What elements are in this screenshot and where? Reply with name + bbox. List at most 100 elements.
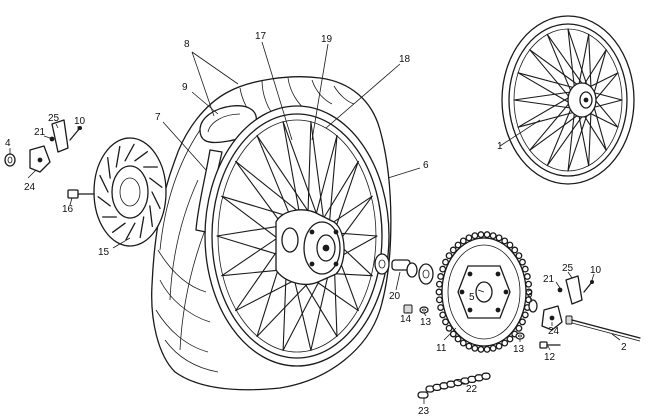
sprocket-tooth: [495, 342, 503, 350]
sprocket-tooth: [435, 296, 443, 304]
callout-25: 25: [48, 113, 60, 124]
disc-vent: [124, 143, 135, 162]
callout-1: 1: [497, 141, 503, 152]
sprocket-tooth: [501, 237, 509, 245]
sprocket-tooth: [483, 345, 491, 353]
disc-vent: [107, 156, 111, 179]
callout-13-right: 13: [513, 344, 525, 355]
spoke: [588, 33, 592, 97]
callout-21: 21: [34, 127, 46, 138]
spoke: [546, 103, 574, 167]
sprocket-tooth: [465, 234, 473, 242]
callout-4: 4: [5, 138, 11, 149]
callout-13: 13: [420, 317, 432, 328]
spoke: [517, 110, 579, 128]
callout-12: 12: [544, 352, 556, 363]
sprocket-spacer: [528, 299, 538, 313]
sprocket-tooth: [501, 339, 509, 347]
sprocket-tooth: [435, 288, 443, 296]
callout-16: 16: [62, 204, 74, 215]
sprocket-teeth: [435, 231, 533, 353]
callout-7: 7: [155, 112, 161, 123]
disc-vent: [139, 216, 145, 239]
complete-wheel-assembly: [501, 15, 635, 185]
spoke: [567, 28, 576, 93]
spoke: [529, 49, 573, 101]
spoke: [529, 111, 583, 151]
sprocket-tooth: [511, 246, 519, 254]
spoke: [235, 160, 308, 219]
wheel-axle: [565, 315, 641, 342]
sprocket-tooth: [454, 335, 462, 343]
brake-disc-vents: [97, 143, 163, 241]
drive-chain: [417, 372, 491, 399]
sprocket-tooth: [477, 345, 485, 353]
spoke: [546, 110, 587, 167]
callout-24: 24: [24, 182, 36, 193]
spoke: [282, 121, 322, 226]
spoke: [310, 121, 326, 234]
callout-2: 2: [621, 342, 627, 353]
callout-20: 20: [389, 291, 401, 302]
spoke: [567, 107, 590, 172]
sprocket-tooth: [435, 280, 443, 288]
sprocket-tooth: [471, 344, 479, 352]
callout-8: 8: [184, 39, 190, 50]
disc-bolt: [67, 189, 95, 199]
spoke: [588, 103, 592, 167]
sprocket-tooth: [489, 232, 497, 240]
leader-lines: [9, 41, 621, 404]
callout-18: 18: [399, 54, 411, 65]
sprocket-tooth: [477, 231, 485, 239]
callout-labels: 1 2 3 4 5 6 7 8 9 10 10 11 12 13 13 14 1…: [5, 31, 627, 417]
callout-14: 14: [400, 314, 412, 325]
callout-5: 5: [469, 292, 475, 303]
callout-17: 17: [255, 31, 267, 42]
disc-vent: [97, 196, 111, 207]
sprocket-tooth: [471, 232, 479, 240]
sprocket-tooth: [459, 339, 467, 347]
sprocket-tooth: [459, 237, 467, 245]
sprocket-tooth: [445, 324, 453, 332]
callout-21-right: 21: [543, 274, 555, 285]
sprocket-tooth: [515, 252, 523, 260]
sprocket-tooth: [495, 234, 503, 242]
callout-3: 3: [527, 289, 533, 300]
fasteners: [403, 304, 561, 349]
disc-vent: [151, 191, 161, 210]
spoke: [513, 99, 576, 110]
right-chain-adjuster: [541, 275, 595, 331]
sprocket-tooth: [449, 246, 457, 254]
sprocket-tooth: [489, 344, 497, 352]
callout-10-right: 10: [590, 265, 602, 276]
callout-15: 15: [98, 247, 110, 258]
disc-vent: [111, 222, 126, 233]
spoke: [529, 99, 573, 151]
callout-24-right: 24: [548, 326, 560, 337]
chain-links: [425, 372, 491, 393]
spoke: [546, 33, 574, 97]
callout-11: 11: [436, 343, 447, 354]
callout-23: 23: [418, 406, 430, 417]
disc-vent: [125, 222, 136, 241]
disc-vent: [115, 145, 121, 168]
disc-vent: [149, 205, 153, 228]
sprocket-tooth: [465, 342, 473, 350]
callout-25-right: 25: [562, 263, 574, 274]
sprocket-tooth: [506, 241, 514, 249]
disc-vent: [149, 177, 163, 188]
disc-vent: [99, 174, 109, 193]
callout-19: 19: [321, 34, 333, 45]
main-wheel: [204, 105, 390, 367]
spoke: [513, 90, 576, 101]
left-chain-adjuster: [4, 119, 83, 173]
spoke: [517, 72, 574, 106]
callout-9: 9: [182, 82, 188, 93]
spoke: [577, 33, 590, 90]
sprocket-tooth: [506, 335, 514, 343]
callout-10: 10: [74, 116, 86, 127]
spoke: [256, 134, 315, 221]
disc-vent: [134, 151, 149, 162]
sprocket-tooth: [515, 324, 523, 332]
